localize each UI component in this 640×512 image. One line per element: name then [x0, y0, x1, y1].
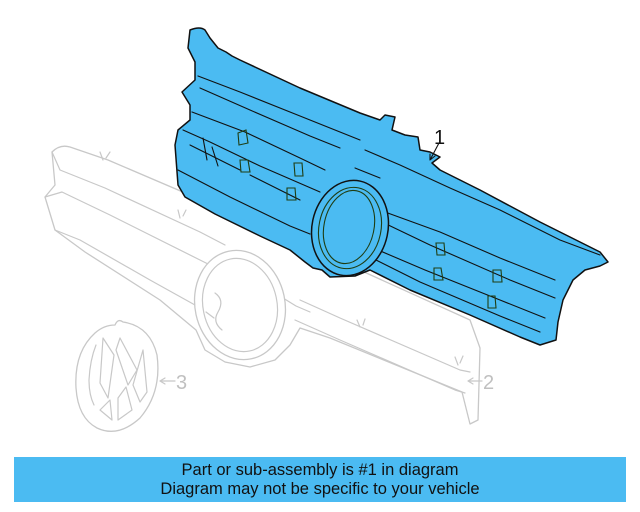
caption-banner: Part or sub-assembly is #1 in diagram Di… [14, 457, 626, 502]
highlighted-grille-part-1[interactable] [174, 27, 609, 346]
ghost-grille-part-2[interactable] [44, 145, 481, 425]
callout-1-label: 1 [434, 127, 445, 149]
caption-line-1: Part or sub-assembly is #1 in diagram [181, 460, 459, 479]
callout-2-label: 2 [483, 372, 494, 394]
ghost-emblem-part-3[interactable] [75, 319, 159, 432]
callout-3-label: 3 [176, 372, 187, 394]
caption-line-2: Diagram may not be specific to your vehi… [160, 479, 480, 498]
callout-2[interactable]: 2 [467, 372, 494, 394]
callout-1[interactable]: 1 [429, 127, 445, 161]
callout-3[interactable]: 3 [159, 372, 187, 394]
